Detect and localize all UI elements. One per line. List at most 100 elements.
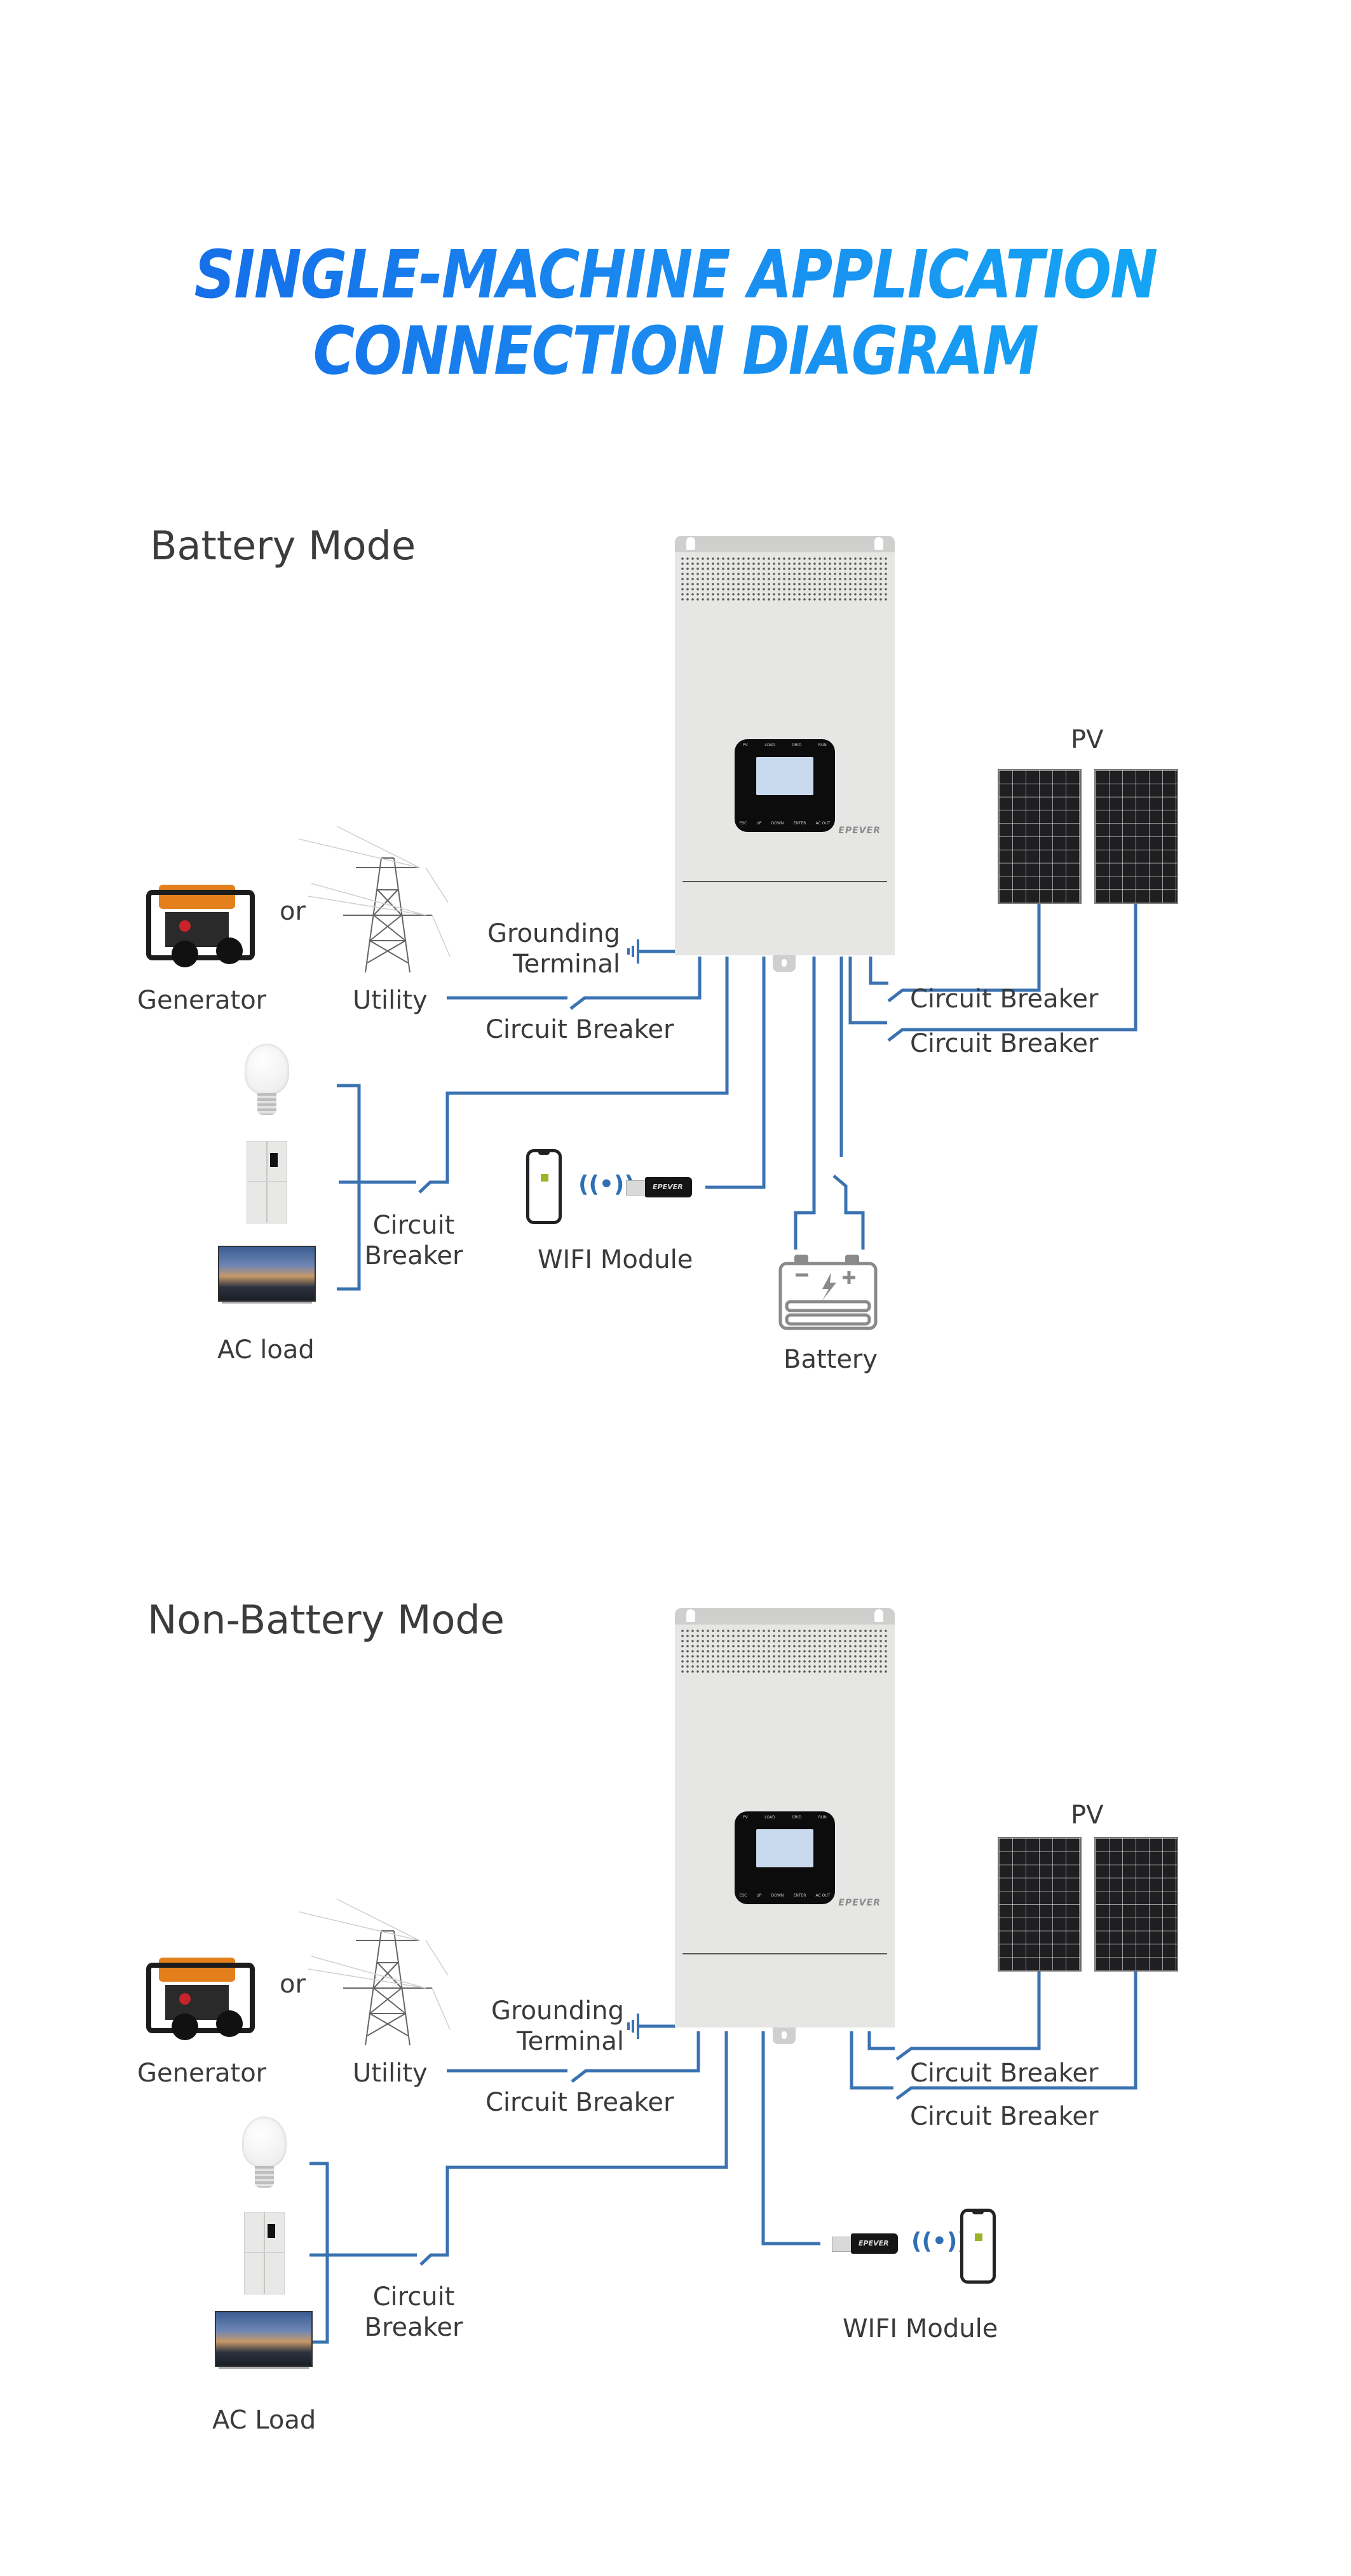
pv-breaker-2-label: Circuit Breaker <box>910 2102 1099 2131</box>
grounding-label-line-1: Grounding <box>487 919 620 948</box>
s1-pv2-breaker <box>887 891 1137 1042</box>
grounding-terminal-label: Grounding Terminal <box>483 918 620 979</box>
button-esc[interactable]: ESC <box>739 821 747 826</box>
load-breaker-line-1: Circuit <box>372 1211 455 1240</box>
power-tower-icon <box>299 1898 451 2046</box>
grid-breaker-label: Circuit Breaker <box>485 1015 674 1044</box>
s2-pv2-wire <box>850 2031 893 2090</box>
wifi-module-label: WIFI Module <box>538 1245 693 1274</box>
s1-load-wire <box>418 957 729 1194</box>
solar-panel-icon <box>1094 769 1178 904</box>
inverter-display-panel: PV LOAD GRID RUN ESC UP DOWN ENTER AC OU… <box>735 1811 835 1904</box>
led-load: LOAD <box>764 1815 775 1820</box>
s1-ground-symbol <box>627 939 639 964</box>
button-esc[interactable]: ESC <box>739 1893 747 1898</box>
s2-pv2-breaker <box>895 1964 1137 2101</box>
s2-load-bracket <box>309 2162 329 2344</box>
pv-breaker-2-label: Circuit Breaker <box>910 1029 1099 1058</box>
s2-ground-symbol <box>627 2014 639 2039</box>
led-pv: PV <box>743 1815 748 1820</box>
wifi-dongle-icon: EPEVER <box>832 2233 898 2254</box>
light-bulb-icon <box>245 1044 289 1123</box>
inverter-bottom-tab <box>773 955 796 972</box>
button-enter[interactable]: ENTER <box>793 821 806 826</box>
battery-icon <box>778 1255 878 1330</box>
dongle-brand: EPEVER <box>653 1183 683 1191</box>
power-tower-icon <box>299 826 451 973</box>
television-icon <box>218 1246 316 1307</box>
pv-label: PV <box>1071 725 1104 754</box>
button-down[interactable]: DOWN <box>771 1893 784 1898</box>
s2-pv1-wire <box>867 2031 895 2050</box>
grounding-label-line-2: Terminal <box>512 950 620 979</box>
dongle-brand: EPEVER <box>859 2239 889 2247</box>
utility-label: Utility <box>353 986 428 1015</box>
section1-wires <box>337 891 1137 1291</box>
or-label: or <box>280 897 306 926</box>
button-up[interactable]: UP <box>756 1893 762 1898</box>
generator-label: Generator <box>137 2059 267 2088</box>
s2-load-wire <box>419 2031 728 2266</box>
grounding-label-line-1: Grounding <box>491 1996 624 2026</box>
led-run: RUN <box>818 1815 827 1820</box>
or-label: or <box>280 1970 306 1999</box>
refrigerator-icon <box>244 2212 285 2294</box>
solar-panel-icon <box>1094 1837 1178 1972</box>
grounding-terminal-label: Grounding Terminal <box>487 1996 624 2057</box>
led-run: RUN <box>818 743 827 747</box>
television-icon <box>215 2311 313 2372</box>
led-grid: GRID <box>792 743 802 747</box>
lcd-screen <box>756 757 813 795</box>
load-breaker-label: Circuit Breaker <box>360 2282 468 2343</box>
wifi-module-label: WIFI Module <box>843 2314 998 2343</box>
grounding-label-line-2: Terminal <box>516 2027 624 2056</box>
s1-battery-neg <box>794 957 816 1250</box>
s1-pv1-breaker <box>887 891 1041 1002</box>
s1-grid-wire-right <box>569 957 702 1010</box>
generator-icon <box>140 1950 255 2042</box>
inverter-mount-bracket <box>675 1608 895 1625</box>
utility-label: Utility <box>353 2059 428 2088</box>
page-title-line-1: SINGLE-MACHINE APPLICATION <box>95 235 1256 314</box>
s1-pv2-wire <box>848 957 887 1025</box>
led-pv: PV <box>743 743 748 747</box>
ac-load-label: AC load <box>217 1335 315 1365</box>
solar-panel-icon <box>998 769 1082 904</box>
s1-battery-pos-switch <box>832 1175 865 1250</box>
led-load: LOAD <box>764 743 775 747</box>
battery-mode-title: Battery Mode <box>150 522 416 569</box>
epever-logo: EPEVER <box>838 1898 881 1908</box>
grid-breaker-label: Circuit Breaker <box>485 2088 674 2117</box>
inverter-unit: PV LOAD GRID RUN ESC UP DOWN ENTER AC OU… <box>675 1608 895 2044</box>
lcd-screen <box>756 1829 813 1867</box>
load-breaker-line-1: Circuit <box>372 2282 455 2312</box>
button-enter[interactable]: ENTER <box>793 1893 806 1898</box>
wifi-dongle-icon: EPEVER <box>626 1177 692 1197</box>
s2-wifi-wire <box>761 2031 820 2245</box>
inverter-display-panel: PV LOAD GRID RUN ESC UP DOWN ENTER AC OU… <box>735 739 835 832</box>
section2-wires <box>309 1964 1137 2344</box>
s2-pv1-breaker <box>895 1964 1041 2061</box>
epever-logo: EPEVER <box>838 826 881 836</box>
load-breaker-label: Circuit Breaker <box>360 1210 468 1271</box>
solar-panel-icon <box>998 1837 1082 1972</box>
light-bulb-icon <box>242 2116 287 2196</box>
page-title-line-2: CONNECTION DIAGRAM <box>95 311 1256 390</box>
smartphone-icon <box>960 2209 996 2284</box>
refrigerator-icon <box>247 1141 287 1223</box>
vent-grille <box>680 556 890 601</box>
button-ac-out[interactable]: AC OUT <box>815 1893 831 1898</box>
inverter-unit: PV LOAD GRID RUN ESC UP DOWN ENTER AC OU… <box>675 536 895 972</box>
s1-wifi-wire <box>705 957 766 1189</box>
non-battery-mode-title: Non-Battery Mode <box>147 1597 505 1643</box>
smartphone-icon <box>526 1149 562 1224</box>
generator-icon <box>140 877 255 969</box>
wireless-signal-icon: ((•)) <box>911 2228 968 2254</box>
button-up[interactable]: UP <box>756 821 762 826</box>
inverter-mount-bracket <box>675 536 895 552</box>
button-down[interactable]: DOWN <box>771 821 784 826</box>
button-ac-out[interactable]: AC OUT <box>815 821 831 826</box>
battery-label: Battery <box>784 1345 878 1374</box>
inverter-seam <box>682 1953 887 1954</box>
